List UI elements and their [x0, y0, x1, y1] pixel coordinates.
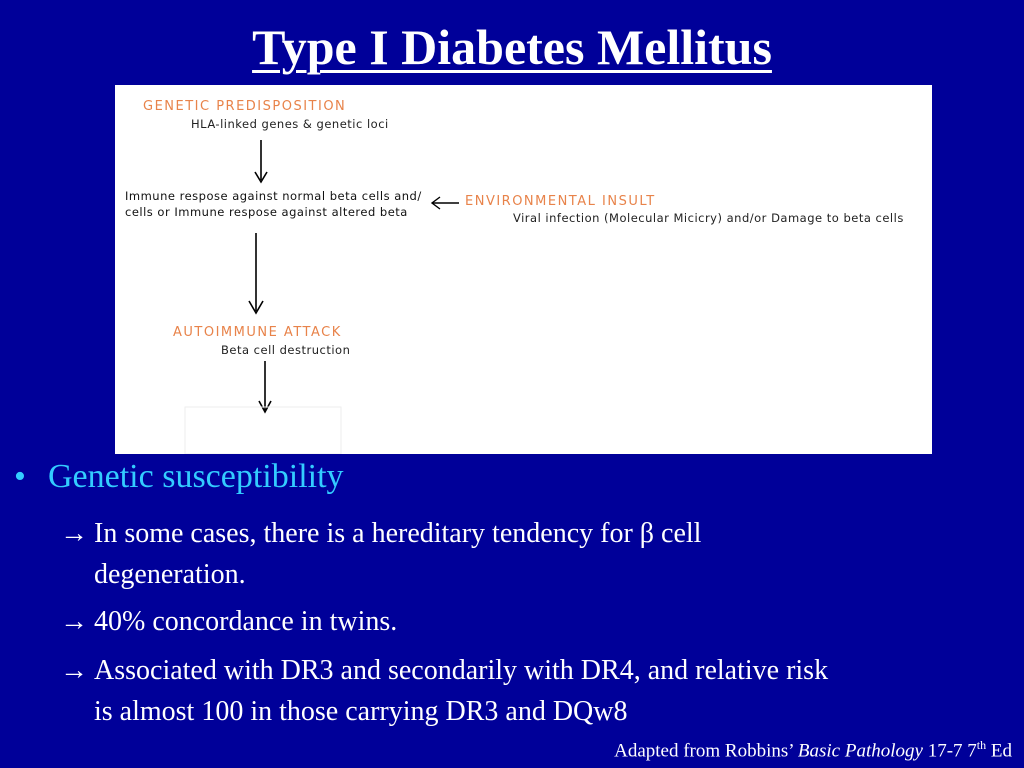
arrow-icon: →: [60, 655, 88, 686]
arrow-icon: →: [60, 518, 88, 549]
environmental-insult-sub: Viral infection (Molecular Micicry) and/…: [513, 211, 904, 225]
arrow-icon: →: [60, 606, 88, 637]
subpoint-text-cont: is almost 100 in those carrying DR3 and …: [94, 696, 628, 727]
arrow-head-1: [254, 171, 268, 184]
bullet-marker: •: [14, 458, 26, 495]
environmental-insult-heading: ENVIRONMENTAL INSULT: [465, 194, 656, 209]
citation-prefix: Adapted from Robbins’: [614, 740, 794, 761]
citation-sup: th: [976, 737, 987, 752]
pathogenesis-diagram: GENETIC PREDISPOSITION HLA-linked genes …: [115, 85, 932, 454]
subpoint-text-cont: degeneration.: [94, 559, 246, 590]
citation-footer: Adapted from Robbins’ Basic Pathology 17…: [614, 738, 1012, 762]
citation-suffix: Ed: [990, 740, 1012, 761]
bullet-genetic-susceptibility: • Genetic susceptibility: [14, 458, 344, 496]
citation-book: Basic Pathology: [797, 740, 923, 761]
subpoint-concordance: →40% concordance in twins.: [60, 601, 397, 642]
autoimmune-attack-heading: AUTOIMMUNE ATTACK: [173, 325, 342, 340]
arrow-left-head: [430, 196, 441, 210]
immune-response-line2: cells or Immune respose against altered …: [125, 205, 408, 219]
subpoint-text: Associated with DR3 and secondarily with…: [94, 655, 829, 686]
slide-title: Type I Diabetes Mellitus: [252, 19, 772, 75]
subpoint-dr3-dr4: →Associated with DR3 and secondarily wit…: [60, 650, 828, 732]
arrow-head-3: [258, 400, 272, 414]
genetic-predisposition-sub: HLA-linked genes & genetic loci: [191, 117, 389, 131]
subpoint-hereditary: →In some cases, there is a hereditary te…: [60, 513, 701, 595]
arrow-head-2: [248, 300, 264, 315]
subpoint-text: 40% concordance in twins.: [94, 606, 398, 637]
faded-box: [184, 406, 342, 454]
immune-response-line1: Immune respose against normal beta cells…: [125, 189, 422, 203]
subpoint-text: In some cases, there is a hereditary ten…: [94, 518, 702, 549]
autoimmune-attack-sub: Beta cell destruction: [221, 343, 351, 357]
citation-edition: 17-7 7: [927, 740, 977, 761]
diagram-arrows: [184, 140, 459, 454]
genetic-predisposition-heading: GENETIC PREDISPOSITION: [143, 99, 347, 114]
bullet-label: Genetic susceptibility: [48, 458, 344, 495]
